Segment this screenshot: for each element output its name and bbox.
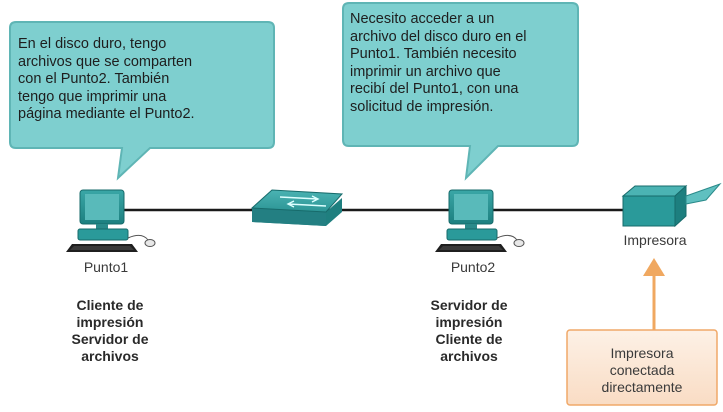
bubble-right-text: Necesito acceder a un archivo del disco … (350, 11, 527, 115)
speech-bubble-right (342, 2, 579, 181)
printer-icon (621, 182, 722, 228)
pc2-icon (435, 189, 525, 252)
printer-label: Impresora (623, 232, 687, 248)
pc2-label: Punto2 (450, 259, 496, 275)
pc1-icon (66, 189, 156, 252)
pc2-role: Servidor de impresión Cliente de archivo… (430, 297, 508, 364)
callout-box (566, 329, 718, 406)
pc1-label: Punto1 (83, 259, 129, 275)
speech-bubble-left (9, 21, 275, 181)
orange-arrow (643, 258, 665, 330)
callout-text: Impresora conectada directamente (601, 345, 683, 395)
pc1-role: Cliente de impresión Servidor de archivo… (71, 297, 149, 364)
bubble-left-text: En el disco duro, tengo archivos que se … (18, 36, 195, 122)
switch-icon (250, 189, 344, 226)
